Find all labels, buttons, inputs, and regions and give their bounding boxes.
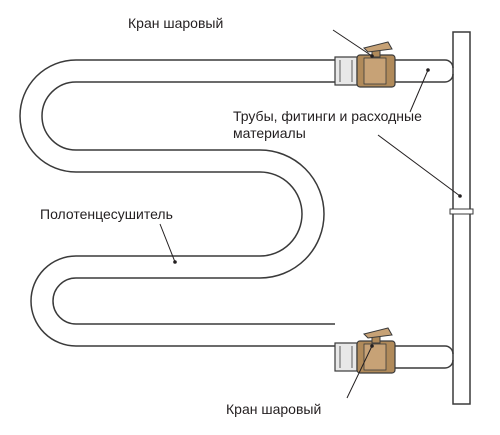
leader-top-valve-dot xyxy=(370,54,374,58)
bottom-fitting xyxy=(334,342,358,372)
leader-bottom-valve-dot xyxy=(370,344,374,348)
label-ball-valve-bottom: Кран шаровый xyxy=(226,401,322,417)
riser-pipe xyxy=(452,31,471,405)
towel-dryer-inner-outline xyxy=(41,81,335,325)
label-ball-valve-top: Кран шаровый xyxy=(128,15,224,31)
top-connection-pipe xyxy=(395,59,454,83)
leader-top-valve xyxy=(332,29,373,57)
leader-towel-dryer xyxy=(159,223,176,263)
label-pipes-fittings: Трубы, фитинги и расходные материалы xyxy=(233,108,422,142)
label-towel-dryer: Полотенцесушитель xyxy=(40,206,173,222)
top-valve-handle xyxy=(363,41,393,53)
label-pipes-line-2: материалы xyxy=(233,125,306,141)
leader-towel-dryer-dot xyxy=(173,260,177,264)
top-ball-valve xyxy=(356,41,396,88)
bottom-connection-pipe xyxy=(395,345,454,369)
label-pipes-line-1: Трубы, фитинги и расходные xyxy=(233,108,422,124)
towel-dryer-outer-outline xyxy=(19,59,335,347)
bottom-ball-valve xyxy=(356,327,396,374)
leader-pipes-1-dot xyxy=(426,68,430,72)
riser-clamp xyxy=(449,208,474,215)
leader-pipes-1 xyxy=(409,69,429,113)
leader-pipes-2-dot xyxy=(458,194,462,198)
bottom-valve-handle xyxy=(363,327,393,339)
top-fitting xyxy=(334,56,358,86)
leader-pipes-2 xyxy=(377,134,461,197)
leader-bottom-valve xyxy=(346,345,373,399)
